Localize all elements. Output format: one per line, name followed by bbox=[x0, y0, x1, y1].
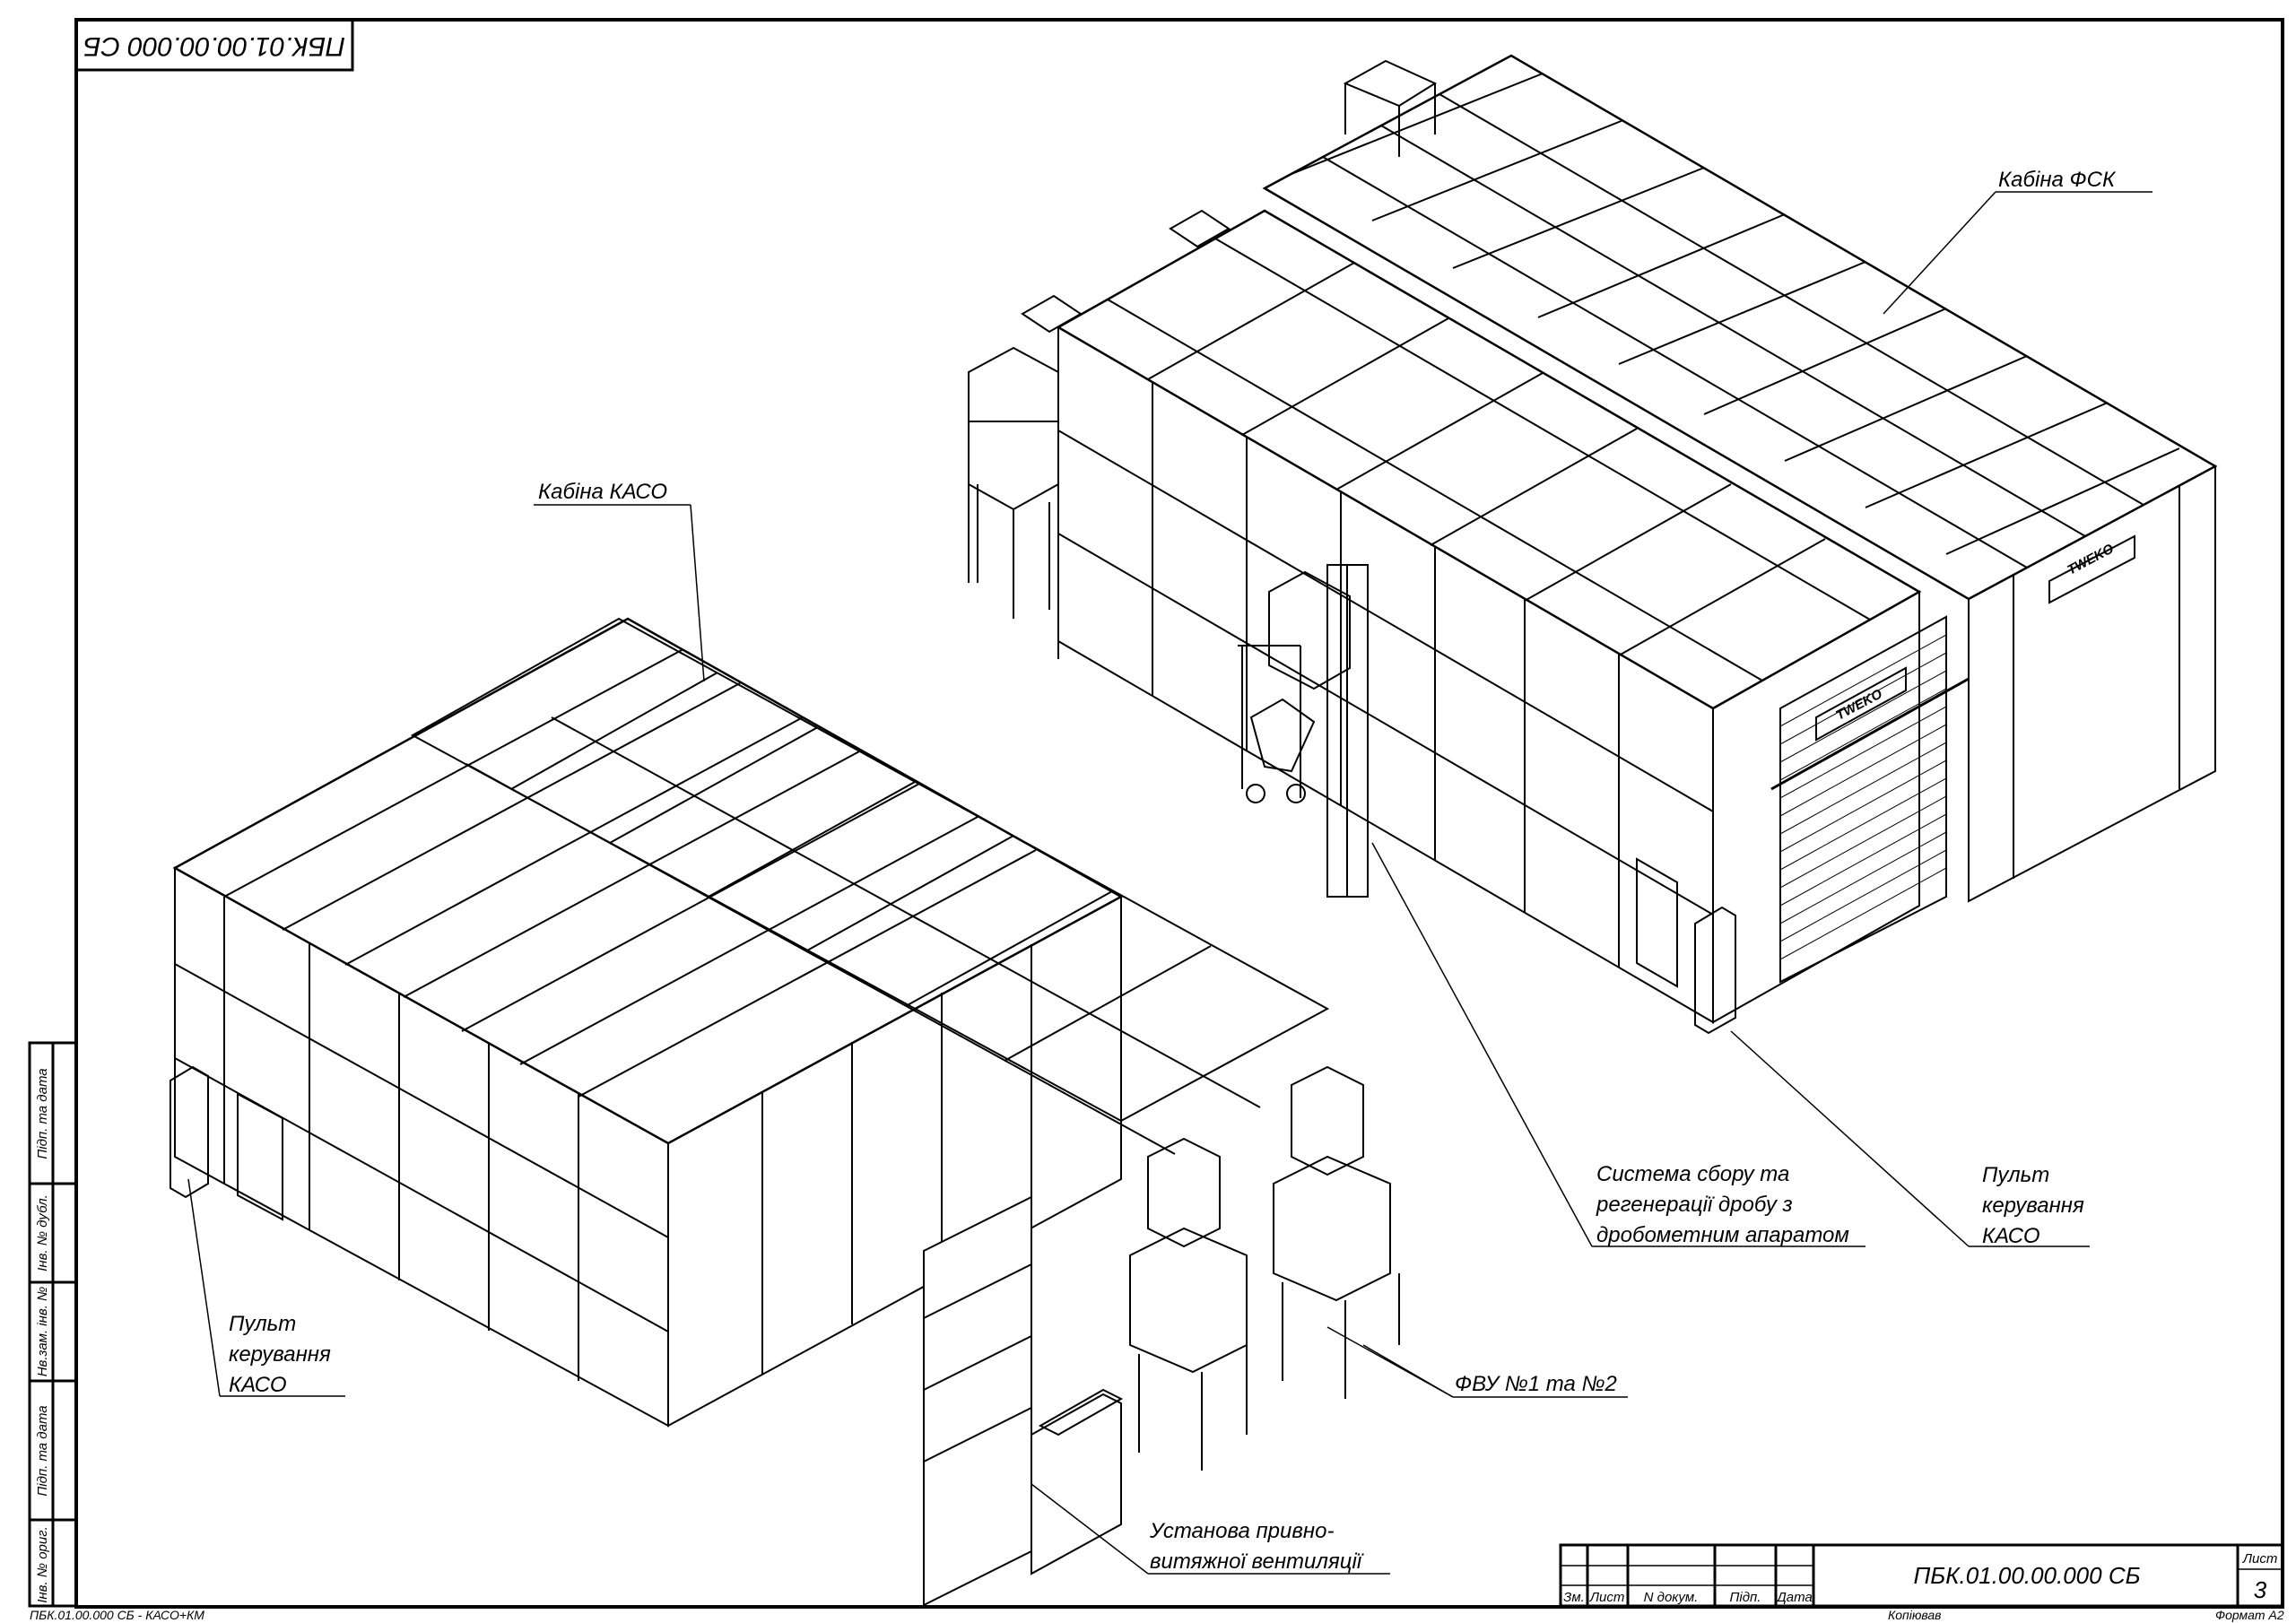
label-console-left-1: Пульт bbox=[229, 1312, 296, 1336]
side-strip bbox=[28, 1041, 78, 1608]
footer: ПБК.01.00.000 СБ - КАСО+КМ Копіював Форм… bbox=[30, 1608, 2284, 1622]
label-shot-system-3: дробометним апаратом bbox=[1596, 1223, 1849, 1247]
tb-header-zm: Зм. bbox=[1563, 1590, 1585, 1605]
tb-header-pidp: Підп. bbox=[1730, 1590, 1761, 1605]
tb-sheet-label: Лист bbox=[2242, 1551, 2278, 1567]
label-ventilation-1: Установа привно- bbox=[1149, 1519, 1334, 1543]
label-cabin-fsk: Кабіна ФСК bbox=[1998, 168, 2117, 192]
title-block-text: Зм. Лист N докум. Підп. Дата ПБК.01.00.0… bbox=[1563, 1551, 2277, 1605]
side-cell-5: Інв. № ориг. bbox=[35, 1526, 50, 1603]
tb-sheet-number: 3 bbox=[2254, 1576, 2267, 1603]
stamp-top-text: ПБК.01.00.00.000 СБ bbox=[83, 31, 345, 61]
brand-plate-1: TWEKO bbox=[2065, 541, 2117, 577]
drawing-frame bbox=[74, 18, 2284, 1609]
brand-plate-2: TWEKO bbox=[1833, 686, 1885, 723]
label-console-right-1: Пульт bbox=[1982, 1163, 2049, 1187]
label-console-right-3: КАСО bbox=[1982, 1224, 2040, 1248]
label-console-left-2: керування bbox=[229, 1342, 331, 1367]
tb-header-data: Дата bbox=[1775, 1590, 1813, 1605]
tb-header-ndoc: N докум. bbox=[1644, 1590, 1699, 1605]
side-strip-labels: Підп. та дата Інв. № дубл. Нв.зам. інв. … bbox=[35, 1068, 50, 1602]
footer-file-name: ПБК.01.00.000 СБ - КАСО+КМ bbox=[30, 1608, 204, 1622]
label-ventilation-2: витяжної вентиляції bbox=[1150, 1549, 1364, 1574]
tb-header-lyst: Лист bbox=[1589, 1590, 1625, 1605]
booth-right bbox=[968, 54, 2218, 1035]
label-shot-system-2: регенерації дробу з bbox=[1596, 1193, 1793, 1217]
label-cabin-kaso: Кабіна КАСО bbox=[538, 480, 667, 504]
title-block bbox=[1559, 1543, 2284, 1608]
stamp-top-left: ПБК.01.00.00.000 СБ bbox=[74, 18, 354, 72]
label-console-left-3: КАСО bbox=[229, 1373, 287, 1397]
side-cell-4: Підп. та дата bbox=[35, 1405, 50, 1496]
footer-copied: Копіював bbox=[1888, 1608, 1941, 1622]
leader-lines bbox=[187, 191, 2152, 1575]
side-cell-2: Інв. № дубл. bbox=[35, 1194, 50, 1271]
label-console-right-2: керування bbox=[1982, 1193, 2084, 1218]
side-cell-1: Підп. та дата bbox=[35, 1068, 50, 1159]
tb-designation: ПБК.01.00.00.000 СБ bbox=[1913, 1562, 2140, 1589]
footer-format: Формат А2 bbox=[2215, 1608, 2284, 1622]
label-fvu: ФВУ №1 та №2 bbox=[1455, 1372, 1617, 1396]
callout-labels: Кабіна ФСК Кабіна КАСО Система сбору та … bbox=[229, 168, 2117, 1574]
booth-left bbox=[170, 617, 1400, 1607]
side-cell-3: Нв.зам. інв. № bbox=[35, 1287, 50, 1377]
brand-plates: TWEKO TWEKO bbox=[1833, 541, 2117, 723]
label-shot-system-1: Система сбору та bbox=[1596, 1162, 1789, 1186]
